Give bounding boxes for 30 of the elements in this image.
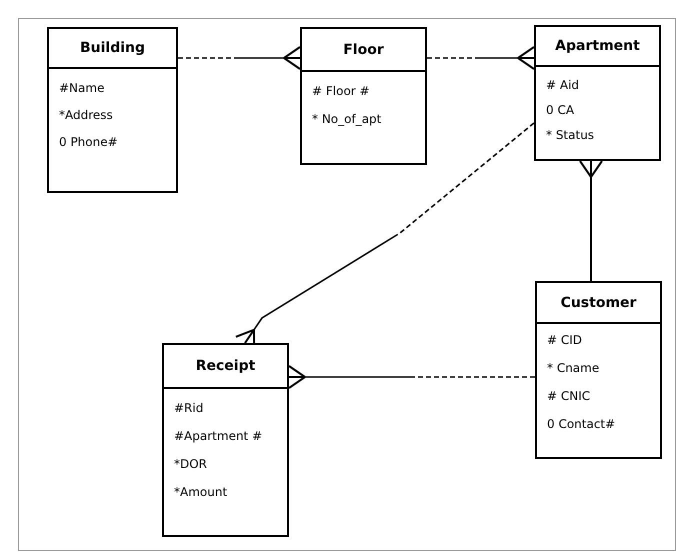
relationship-line (178, 46, 301, 70)
attribute-text: * Status (546, 128, 594, 142)
entity-box (535, 281, 662, 459)
attribute-text: * No_of_apt (312, 112, 382, 126)
attribute-text: 0 Contact# (547, 417, 616, 431)
attribute-text: #Name (59, 81, 104, 95)
attribute-text: * Cname (547, 361, 600, 375)
entity-name: Customer (560, 294, 636, 310)
relationship-line (579, 160, 603, 281)
relationship-line (427, 46, 535, 70)
attribute-text: 0 CA (546, 103, 574, 117)
entity-name: Receipt (196, 358, 256, 374)
entity-name: Floor (343, 42, 384, 58)
entity-name: Building (80, 40, 146, 56)
entity-box (47, 27, 178, 193)
attribute-text: *Address (59, 108, 113, 122)
attribute-text: *DOR (174, 457, 208, 471)
attribute-text: 0 Phone# (59, 135, 118, 149)
attribute-text: #Rid (174, 401, 204, 415)
attribute-text: # Floor # (312, 84, 370, 98)
attribute-text: # Aid (546, 78, 580, 92)
entity-box (162, 343, 289, 537)
attribute-text: # CNIC (547, 389, 590, 403)
entity-box (534, 25, 661, 161)
attribute-text: #Apartment # (174, 429, 262, 443)
relationship-line (288, 365, 535, 389)
attribute-text: # CID (547, 333, 582, 347)
attribute-text: *Amount (174, 485, 228, 499)
entity-box (300, 27, 427, 165)
entity-name: Apartment (555, 38, 640, 54)
